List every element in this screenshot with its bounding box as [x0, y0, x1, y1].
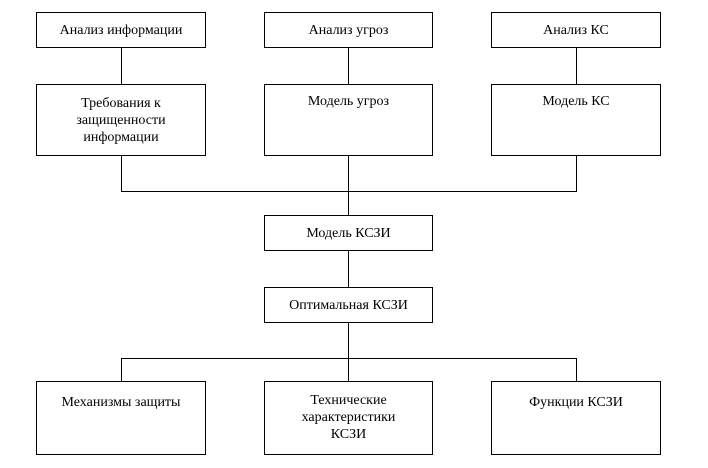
- node-kszi-functions: Функции КСЗИ: [491, 381, 661, 455]
- node-label: Оптимальная КСЗИ: [289, 297, 408, 313]
- node-label: Требования к защищенности информации: [76, 95, 166, 145]
- node-tech-specs: Технические характеристики КСЗИ: [264, 381, 433, 455]
- node-ks-model: Модель КС: [491, 84, 661, 156]
- node-label: Технические характеристики КСЗИ: [301, 393, 396, 442]
- node-label: Механизмы защиты: [61, 395, 181, 410]
- node-label: Модель КС: [542, 94, 610, 109]
- node-label: Анализ КС: [543, 22, 609, 38]
- node-analysis-threats: Анализ угроз: [264, 12, 433, 48]
- node-protection-mechanisms: Механизмы защиты: [36, 381, 206, 455]
- node-kszi-model: Модель КСЗИ: [264, 215, 433, 251]
- node-label: Анализ информации: [59, 22, 183, 38]
- node-label: Функции КСЗИ: [529, 395, 623, 410]
- node-label: Анализ угроз: [308, 22, 389, 38]
- node-requirements: Требования к защищенности информации: [36, 84, 206, 156]
- node-analysis-info: Анализ информации: [36, 12, 206, 48]
- node-threat-model: Модель угроз: [264, 84, 433, 156]
- node-analysis-ks: Анализ КС: [491, 12, 661, 48]
- node-label: Модель КСЗИ: [306, 225, 391, 241]
- node-label: Модель угроз: [307, 94, 390, 109]
- node-optimal-kszi: Оптимальная КСЗИ: [264, 287, 433, 323]
